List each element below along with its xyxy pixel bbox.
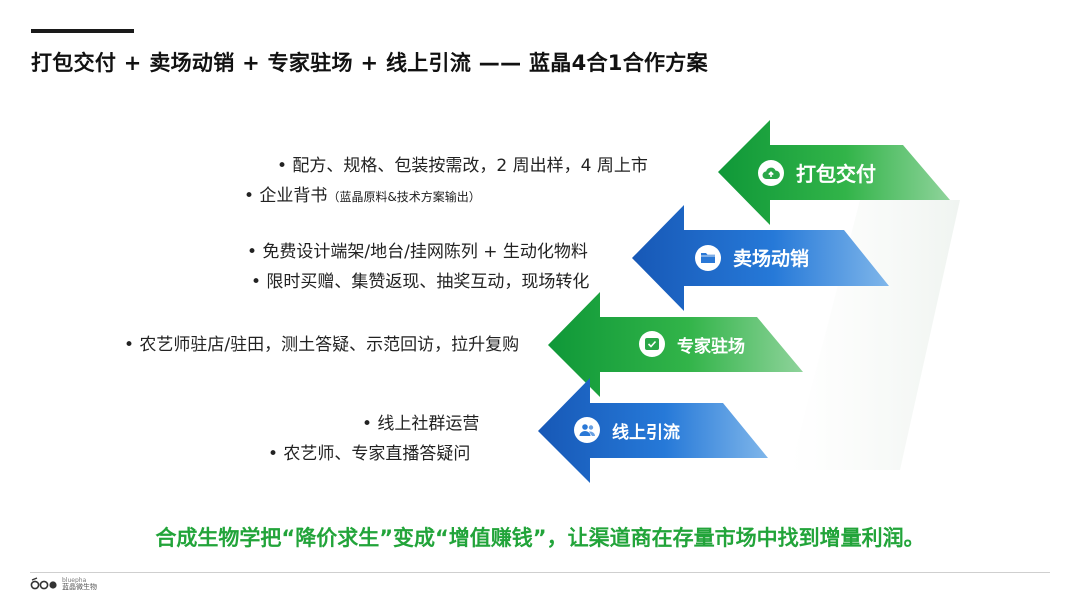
company-logo: bluepha 蓝晶微生物 [30,577,97,591]
cloud-upload-icon [758,159,784,186]
users-icon [574,417,600,443]
step1-label: 打包交付 [796,162,876,186]
page-title: 打包交付 + 卖场动销 + 专家驻场 + 线上引流 —— 蓝晶4合1合作方案 [31,51,708,75]
step3-badge: 专家驻场 [639,331,745,357]
slogan: 合成生物学把“降价求生”变成“增值赚钱”，让渠道商在存量市场中找到增量利润。 [155,526,925,550]
step4-badge: 线上引流 [574,417,680,443]
arrow-shadow [790,200,960,470]
checkmark-icon [639,331,665,357]
step4-bullet-2: • 农艺师、专家直播答疑问 [268,444,471,464]
step3-label: 专家驻场 [677,336,745,357]
step2-badge: 卖场动销 [695,244,809,271]
logo-text-en: bluepha [62,576,87,584]
logo-mark-icon [30,577,57,590]
folder-icon [695,244,721,271]
step2-label: 卖场动销 [733,248,810,270]
arrow-step2 [632,205,889,311]
step3-bullet-1: • 农艺师驻店/驻田，测土答疑、示范回访，拉升复购 [124,335,520,355]
arrow-step1 [718,120,950,225]
step4-bullet-1: • 线上社群运营 [362,414,480,434]
step2-bullet-1: • 免费设计端架/地台/挂网陈列 + 生动化物料 [247,242,588,262]
step1-bullet-2: • 企业背书（蓝晶原料&技术方案输出） [244,186,481,206]
arrow-step4 [538,378,768,483]
title-accent-bar [31,29,134,33]
step4-label: 线上引流 [612,422,680,443]
logo-text-cn: 蓝晶微生物 [62,582,97,591]
step1-badge: 打包交付 [758,158,876,187]
footer-divider [30,572,1050,573]
step1-bullet-1: • 配方、规格、包装按需改，2 周出样，4 周上市 [277,156,648,176]
step1-bullet-2-note: （蓝晶原料&技术方案输出） [327,190,481,204]
arrow-step3 [548,292,803,397]
step2-bullet-2: • 限时买赠、集赞返现、抽奖互动，现场转化 [251,272,590,292]
